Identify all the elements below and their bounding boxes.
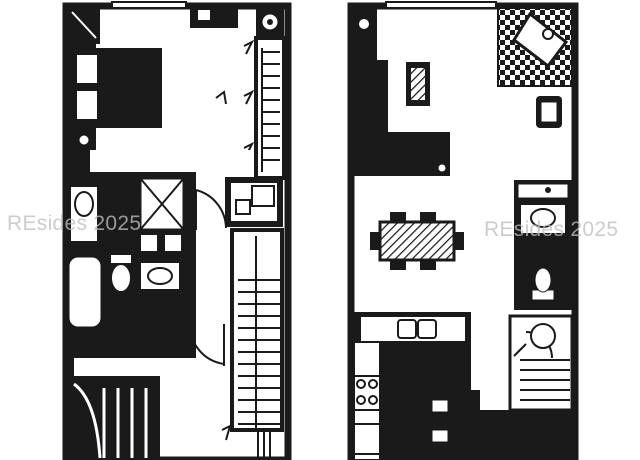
watermark-right: REsides 2025 <box>484 218 619 241</box>
top-closet <box>190 4 238 28</box>
bathtub-icon <box>66 254 104 330</box>
lamp-icon <box>76 132 92 148</box>
stair-treads <box>520 359 570 401</box>
dining-chair-icon <box>390 260 406 270</box>
bath-door-swing <box>195 189 227 229</box>
dining-chair-icon <box>420 260 436 270</box>
bar-stool-icon <box>431 429 449 443</box>
bar-stool-icon <box>431 399 449 413</box>
dining-table-icon <box>378 220 456 262</box>
lower-wall-band <box>66 340 196 358</box>
dining-chair-icon <box>390 212 406 222</box>
toilet-bowl-icon <box>534 267 552 293</box>
main-floor-plan <box>347 1 579 460</box>
dining-chair-icon <box>420 212 436 222</box>
sink-icon <box>147 267 173 285</box>
outlet-icon <box>357 17 371 31</box>
island-icon <box>420 390 480 460</box>
bedroom-closet <box>254 36 286 180</box>
pillow-icon <box>75 53 99 85</box>
dining-chair-icon <box>454 232 464 250</box>
upper-floor-plan <box>62 1 292 460</box>
dining-chair-icon <box>370 232 380 250</box>
sink-icon <box>530 208 556 228</box>
bedroom-door-swing <box>188 319 225 365</box>
kitchen-sink-icon <box>397 319 417 339</box>
sink-icon <box>74 191 94 217</box>
pillow-icon <box>75 89 99 121</box>
watermark-left: REsides 2025 <box>7 212 142 235</box>
toilet-tank-icon <box>109 253 133 265</box>
living-left-wall <box>351 6 377 176</box>
vanity-counter <box>519 203 567 235</box>
kitchen-sink-icon <box>417 319 437 339</box>
toilet-bowl-icon <box>110 263 132 293</box>
entry-floor <box>480 410 575 460</box>
stair-treads <box>238 236 282 430</box>
